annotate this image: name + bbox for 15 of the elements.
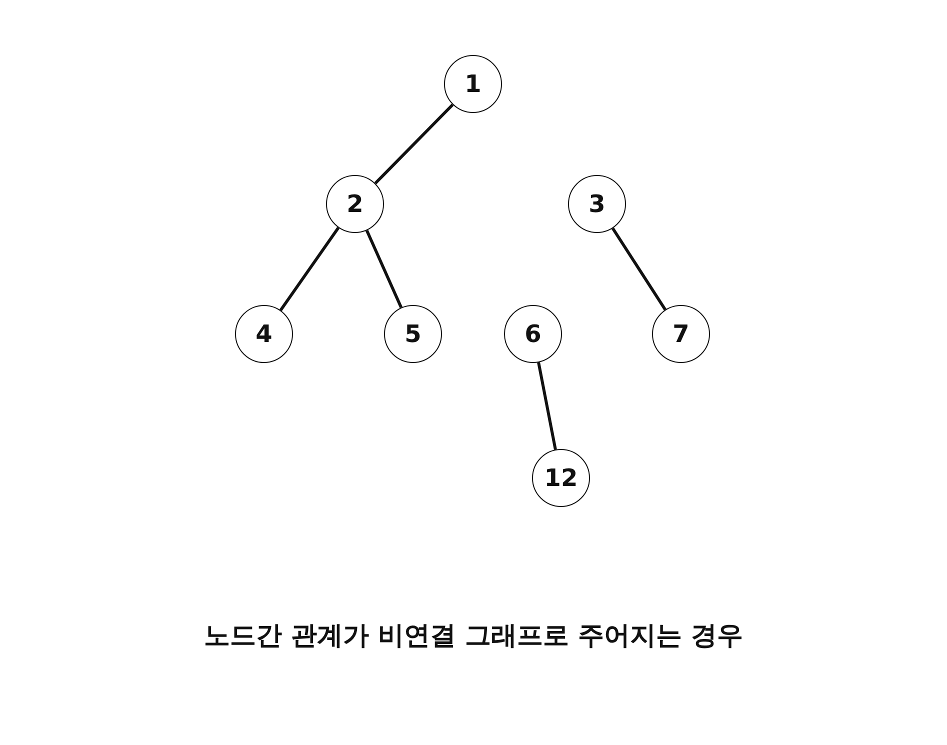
caption: 노드간 관계가 비연결 그래프로 주어지는 경우: [204, 621, 744, 651]
connector-line: [365, 230, 403, 308]
connector-line: [374, 104, 454, 184]
node-number: 1: [464, 70, 482, 98]
node-number: 6: [524, 320, 542, 348]
connector-line: [537, 362, 557, 450]
node-number: 7: [672, 320, 690, 348]
node-number: 3: [588, 190, 606, 218]
tree-node-circle: [326, 175, 384, 233]
connector-line: [611, 228, 667, 310]
node-number: 4: [256, 320, 272, 348]
node-number: 2: [346, 190, 364, 218]
node-number: 5: [404, 320, 422, 348]
connector-line: [279, 226, 340, 312]
node-number: 12: [544, 464, 578, 492]
